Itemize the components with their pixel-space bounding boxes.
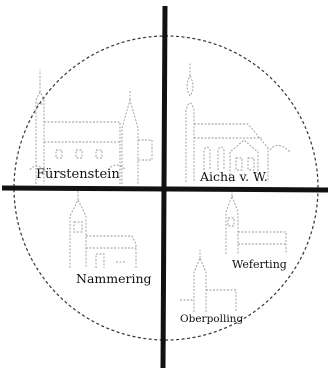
oberpolling-sketch [180,250,236,312]
label-aicha: Aicha v. W. [199,169,268,184]
weferting-sketch [226,186,286,254]
label-oberpolling: Oberpolling [180,313,243,325]
horizontal-axis [2,188,328,190]
label-weferting: Weferting [232,258,287,271]
label-nammering: Nammering [76,271,152,286]
nammering-sketch [70,190,136,268]
label-fuerstenstein: Fürstenstein [36,167,120,182]
aicha-sketch [186,62,290,182]
